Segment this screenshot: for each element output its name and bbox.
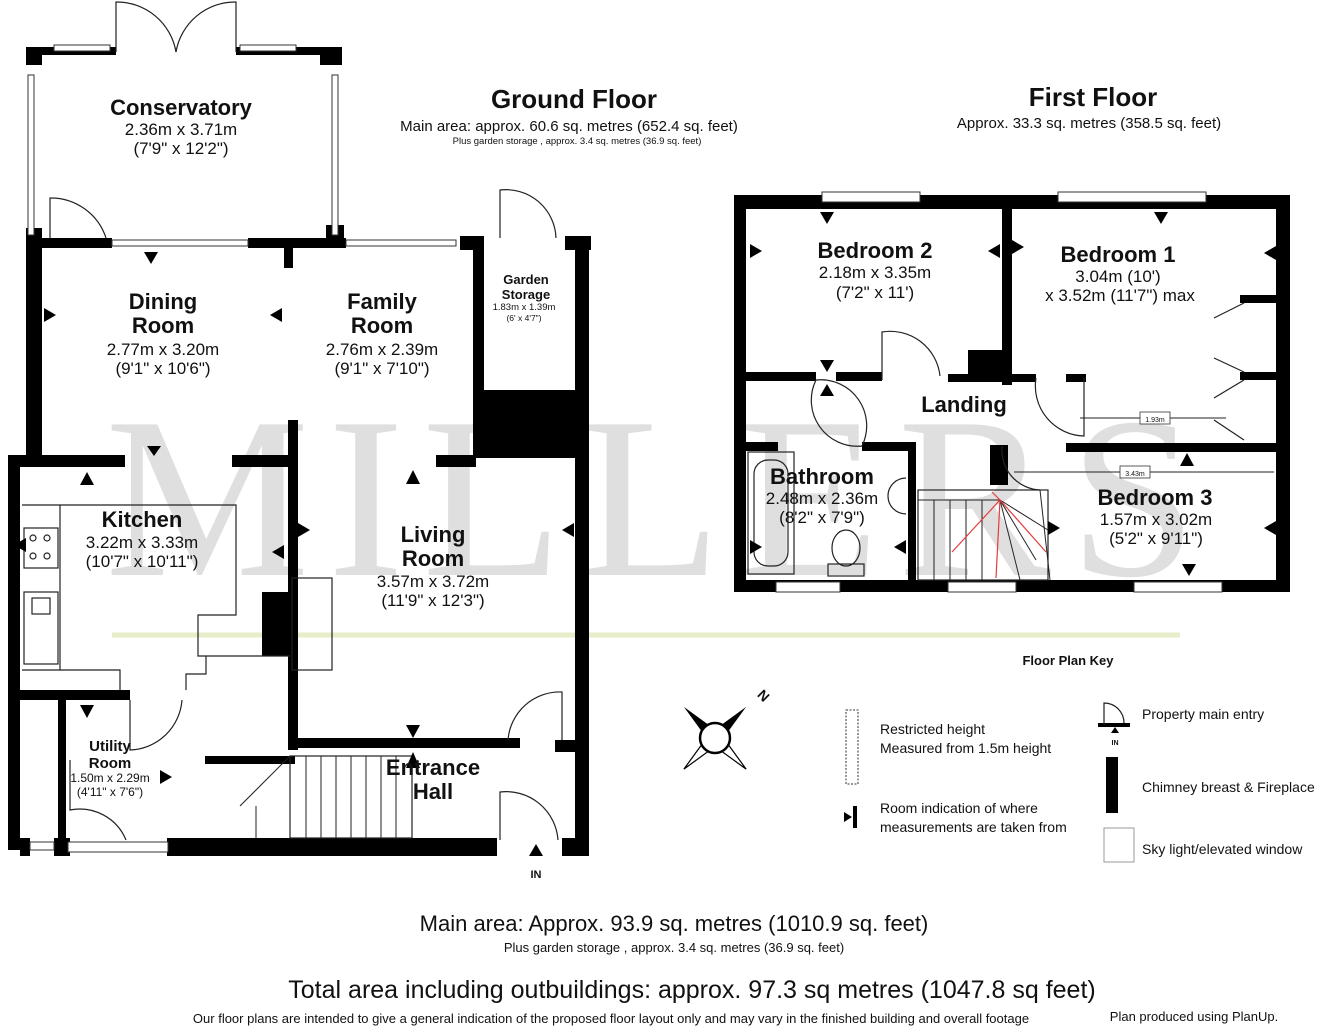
restricted-height-icon (845, 709, 859, 785)
ground-floor-fixtures (22, 1, 563, 853)
svg-text:3.57m x 3.72m: 3.57m x 3.72m (377, 572, 489, 591)
svg-text:Bathroom: Bathroom (770, 464, 874, 489)
svg-text:Sky light/elevated window: Sky light/elevated window (1142, 841, 1303, 857)
svg-text:(9'1" x 7'10"): (9'1" x 7'10") (334, 359, 429, 378)
footer-main-area: Main area: Approx. 93.9 sq. metres (1010… (420, 911, 929, 936)
footer-disclaimer: Our floor plans are intended to give a g… (193, 1011, 1029, 1026)
svg-text:Entrance: Entrance (386, 755, 480, 780)
footer: Main area: Approx. 93.9 sq. metres (1010… (193, 911, 1278, 1026)
svg-text:Room: Room (89, 755, 132, 772)
room-utility: Utility Room 1.50m x 2.29m (4'11" x 7'6"… (70, 738, 149, 799)
svg-text:Restricted height: Restricted height (880, 721, 985, 737)
ground-floor-walls (8, 47, 591, 856)
svg-text:1.83m x 1.39m: 1.83m x 1.39m (493, 302, 556, 313)
room-bedroom1: Bedroom 1 3.04m (10') x 3.52m (11'7") ma… (1045, 242, 1195, 305)
svg-text:2.48m x 2.36m: 2.48m x 2.36m (766, 489, 878, 508)
svg-text:Measured from 1.5m height: Measured from 1.5m height (880, 740, 1051, 756)
svg-text:Room: Room (402, 546, 464, 571)
compass-icon (683, 706, 747, 770)
skylight-icon (1103, 827, 1135, 863)
restricted-label-1: 1.93m (1145, 417, 1165, 424)
svg-text:2.76m x 2.39m: 2.76m x 2.39m (326, 340, 438, 359)
svg-text:measurements are taken from: measurements are taken from (880, 819, 1067, 835)
svg-text:3.04m (10'): 3.04m (10') (1075, 267, 1160, 286)
first-floor-area: Approx. 33.3 sq. metres (358.5 sq. feet) (957, 115, 1221, 132)
floor-plan-key: Floor Plan Key Restricted height Measure… (844, 653, 1315, 863)
room-bedroom2: Bedroom 2 2.18m x 3.35m (7'2" x 11') (818, 238, 933, 302)
room-living: Living Room 3.57m x 3.72m (11'9" x 12'3"… (377, 522, 489, 610)
svg-text:(10'7" x 10'11"): (10'7" x 10'11") (86, 552, 199, 571)
room-bedroom3: Bedroom 3 1.57m x 3.02m (5'2" x 9'11") (1098, 485, 1213, 548)
svg-text:(5'2" x 9'11"): (5'2" x 9'11") (1109, 529, 1203, 548)
first-floor-header: First Floor Approx. 33.3 sq. metres (358… (957, 82, 1221, 132)
ground-floor-title: Ground Floor (491, 84, 657, 114)
svg-text:2.36m x 3.71m: 2.36m x 3.71m (125, 120, 237, 139)
first-floor-fixtures: 1.93m 3.43m (747, 191, 1274, 593)
svg-text:x 3.52m (11'7") max: x 3.52m (11'7") max (1045, 286, 1195, 305)
room-garden-storage: Garden Storage 1.83m x 1.39m (6' x 4'7") (493, 272, 556, 323)
svg-text:Living: Living (401, 522, 466, 547)
footer-credit: Plan produced using PlanUp. (1110, 1009, 1278, 1024)
svg-text:Chimney breast & Fireplace: Chimney breast & Fireplace (1142, 779, 1315, 795)
svg-text:Room: Room (132, 313, 194, 338)
ground-floor-area: Main area: approx. 60.6 sq. metres (652.… (400, 118, 738, 135)
svg-text:Utility: Utility (89, 738, 131, 755)
svg-text:IN: IN (1112, 740, 1119, 747)
ground-floor-header: Ground Floor Main area: approx. 60.6 sq.… (400, 84, 738, 147)
svg-text:Dining: Dining (129, 289, 197, 314)
svg-text:1.57m x 3.02m: 1.57m x 3.02m (1100, 510, 1212, 529)
svg-text:Room: Room (351, 313, 413, 338)
svg-text:Landing: Landing (921, 392, 1007, 417)
restricted-label-2: 3.43m (1125, 471, 1145, 478)
svg-text:Family: Family (347, 289, 417, 314)
svg-text:(4'11" x 7'6"): (4'11" x 7'6") (77, 785, 143, 799)
svg-text:2.18m x 3.35m: 2.18m x 3.35m (819, 263, 931, 282)
svg-text:(11'9" x 12'3"): (11'9" x 12'3") (381, 591, 484, 610)
svg-text:3.22m x 3.33m: 3.22m x 3.33m (86, 533, 198, 552)
svg-text:Storage: Storage (502, 287, 550, 302)
main-entry-icon (1098, 702, 1130, 733)
svg-text:Bedroom 1: Bedroom 1 (1061, 242, 1176, 267)
room-landing: Landing (921, 392, 1007, 417)
svg-text:1.50m x 2.29m: 1.50m x 2.29m (70, 771, 149, 785)
svg-text:(8'2" x 7'9"): (8'2" x 7'9") (779, 508, 865, 527)
room-entrance-hall: Entrance Hall (386, 755, 480, 804)
svg-text:Kitchen: Kitchen (102, 507, 183, 532)
svg-text:Room indication of where: Room indication of where (880, 800, 1038, 816)
first-floor-arrows (750, 212, 1276, 576)
footer-storage: Plus garden storage , approx. 3.4 sq. me… (504, 940, 844, 955)
room-kitchen: Kitchen 3.22m x 3.33m (10'7" x 10'11") (86, 507, 199, 571)
svg-text:Bedroom 2: Bedroom 2 (818, 238, 933, 263)
svg-text:Conservatory: Conservatory (110, 95, 253, 120)
ground-floor-arrows (14, 252, 574, 856)
chimney-icon (1106, 757, 1118, 813)
ground-entry-label: IN (531, 869, 542, 881)
room-bathroom: Bathroom 2.48m x 2.36m (8'2" x 7'9") (766, 464, 878, 527)
svg-text:Hall: Hall (413, 779, 453, 804)
room-family: Family Room 2.76m x 2.39m (9'1" x 7'10") (326, 289, 438, 378)
svg-text:(7'2" x 11'): (7'2" x 11') (836, 283, 914, 302)
svg-text:(9'1" x 10'6"): (9'1" x 10'6") (115, 359, 210, 378)
ground-floor-storage-note: Plus garden storage , approx. 3.4 sq. me… (453, 136, 702, 147)
svg-text:(6' x 4'7"): (6' x 4'7") (506, 313, 541, 323)
footer-total: Total area including outbuildings: appro… (288, 976, 1095, 1004)
svg-text:Garden: Garden (503, 272, 549, 287)
key-title: Floor Plan Key (1022, 653, 1114, 668)
first-floor-title: First Floor (1029, 82, 1158, 112)
svg-text:(7'9" x 12'2"): (7'9" x 12'2") (133, 139, 228, 158)
room-dining: Dining Room 2.77m x 3.20m (9'1" x 10'6") (107, 289, 219, 378)
compass-north-label: N (754, 686, 772, 704)
svg-text:2.77m x 3.20m: 2.77m x 3.20m (107, 340, 219, 359)
svg-text:Property main entry: Property main entry (1142, 706, 1264, 722)
svg-text:Bedroom 3: Bedroom 3 (1098, 485, 1213, 510)
room-conservatory: Conservatory 2.36m x 3.71m (7'9" x 12'2"… (110, 95, 253, 158)
measurement-indicator-icon (844, 806, 857, 828)
